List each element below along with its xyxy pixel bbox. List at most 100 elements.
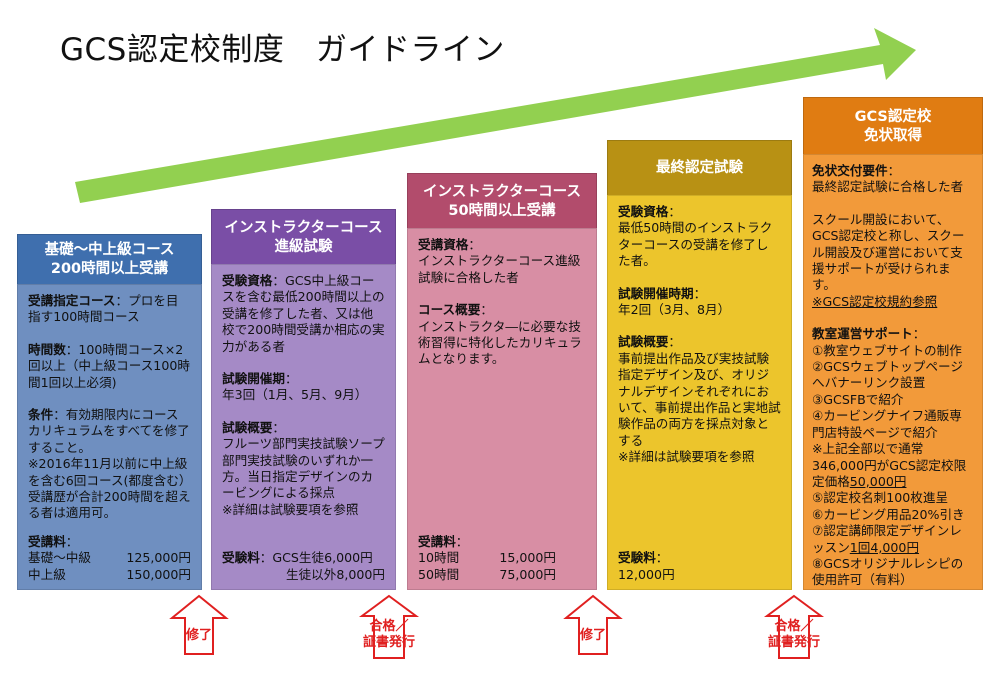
- stage-certified-body: 免状交付要件： 最終認定試験に合格した者 スクール開設において、GCS認定校と称…: [803, 154, 983, 590]
- label: 受験料: [222, 550, 260, 566]
- list-item: ④カービングナイフ通販専門店特設ページで紹介: [812, 408, 962, 440]
- list-item: ⑥カービング用品20%引き: [812, 506, 965, 522]
- page-title: GCS認定校制度 ガイドライン: [60, 32, 505, 68]
- header-line: 基礎～中上級コース: [44, 242, 175, 258]
- header-line: インストラクターコース: [423, 183, 581, 200]
- stage-instructor-exam: インストラクターコース 進級試験 受験資格：GCS中上級コースを含む最低200時…: [211, 209, 396, 590]
- text: インストラクタ―に必要な技術習得に特化したカリキュラムとなります。: [418, 318, 582, 367]
- text: ：: [668, 204, 681, 219]
- label: 受験資格: [222, 273, 273, 288]
- text: ：: [272, 419, 285, 435]
- list-item: ③GCSFBで紹介: [812, 391, 904, 407]
- up-arrow-icon: [169, 594, 229, 655]
- label: 免状交付要件: [812, 163, 888, 178]
- fee-name: 基礎～中級: [28, 550, 91, 566]
- header-line: 免状取得: [863, 127, 922, 144]
- stage-exam-body: 受験資格：GCS中上級コースを含む最低200時間以上の受講を修了した者、又は他校…: [211, 264, 396, 590]
- text: ：プロを目指す100時間コース: [28, 293, 179, 325]
- list-item: ②GCSウェブトップページへバナーリンク設置: [812, 359, 963, 391]
- text: スクール開設において、GCS認定校と称し、スクール開設及び運営において支援サポー…: [812, 211, 965, 293]
- up-arrow-icon: [358, 594, 420, 659]
- text: 最終認定試験に合格した者: [812, 179, 964, 195]
- text: ：有効期限内にコースカリキュラムをすべてを修了すること。: [28, 407, 190, 455]
- fee-price: 150,000円: [126, 566, 191, 582]
- text: ：100時間コース×2回以上（中上級コース100時間1回以上必須): [28, 341, 190, 390]
- header-line: 進級試験: [274, 238, 333, 255]
- text: ：: [468, 237, 481, 252]
- list-item: ⑦認定講師限定デザインレッスン: [812, 523, 962, 555]
- label: 試験概要: [618, 334, 669, 350]
- stage-course-body: 受講資格： インストラクターコース進級試験に合格した者 コース概要： インストラ…: [407, 228, 597, 590]
- progress-arrow: [75, 28, 916, 203]
- marker-label: 修了: [185, 628, 212, 643]
- label: 時間数: [28, 341, 66, 357]
- list-item: ⑤認定校名刺100枚進呈: [812, 490, 949, 506]
- stage-final-exam: 最終認定試験 受験資格： 最低50時間のインストラクターコースの受講を修了した者…: [607, 140, 792, 590]
- note: ※詳細は試験要項を参照: [222, 501, 359, 517]
- stage-final-header: 最終認定試験: [607, 140, 792, 197]
- text: ：: [668, 334, 681, 350]
- header-line: 50時間以上受講: [448, 202, 556, 219]
- stage-instructor-course: インストラクターコース 50時間以上受講 受講資格： インストラクターコース進級…: [407, 173, 597, 590]
- header-line: 最終認定試験: [656, 160, 743, 176]
- marker-label: 合格／ 証書発行: [755, 619, 833, 651]
- marker-label: 合格／ 証書発行: [350, 619, 428, 651]
- text: ：: [693, 285, 707, 301]
- marker-line: 合格／: [774, 619, 814, 634]
- stage-certified-header: GCS認定校 免状取得: [803, 97, 983, 156]
- marker-line: 証書発行: [362, 635, 415, 650]
- marker-completion-2: 修了: [560, 594, 626, 656]
- fee-price: 15,000円: [499, 550, 556, 566]
- fee-name: 50時間: [418, 566, 460, 582]
- rules-link[interactable]: ※GCS認定校規約参照: [812, 293, 938, 309]
- list-note: ※上記全部以で通常346,000円がGCS認定校限定価格: [812, 441, 967, 489]
- text: 年3回（1月、5月、9月）: [222, 387, 368, 403]
- label: コース概要: [418, 302, 481, 318]
- text: 年2回（3月、8月）: [618, 302, 731, 318]
- header-line: GCS認定校: [854, 108, 932, 125]
- fee-price: 125,000円: [126, 550, 191, 566]
- marker-pass-1: 合格／ 証書発行: [350, 594, 428, 660]
- text: 事前提出作品及び実技試験指定デザイン及び、オリジナルデザインそれぞれにおいて、事…: [618, 350, 781, 448]
- label: 受講資格: [418, 237, 469, 252]
- label: 教室運営サポート: [812, 326, 913, 342]
- fee-name: 10時間: [418, 550, 460, 566]
- marker-pass-2: 合格／ 証書発行: [755, 594, 833, 660]
- marker-label: 修了: [579, 628, 606, 643]
- header-line: インストラクターコース: [224, 219, 383, 236]
- fee-line: 生徒以外8,000円: [285, 566, 385, 582]
- stage-exam-header: インストラクターコース 進級試験: [211, 209, 396, 266]
- text: ：: [284, 371, 298, 387]
- list-item: ⑧GCSオリジナルレシピの使用許可（有料）: [812, 555, 964, 588]
- up-arrow-icon: [563, 594, 623, 655]
- stage-basic-body: 受講指定コース：プロを目指す100時間コース 時間数：100時間コース×2回以上…: [17, 284, 202, 590]
- list-item: ①教室ウェブサイトの制作: [812, 342, 962, 358]
- label: 試験概要: [222, 419, 273, 435]
- text: ：: [480, 302, 493, 318]
- label: 受験料: [618, 550, 656, 566]
- text: ：: [455, 533, 469, 549]
- text: インストラクターコース進級試験に合格した者: [418, 253, 581, 285]
- arrow-shape: [75, 28, 916, 203]
- fee-price: 75,000円: [499, 566, 556, 582]
- stage-basic-course: 基礎～中上級コース 200時間以上受講 受講指定コース：プロを目指す100時間コ…: [17, 234, 202, 590]
- text: ：: [887, 163, 901, 178]
- label: 受験資格: [618, 204, 669, 219]
- text: ：GCS生徒6,000円: [259, 550, 373, 566]
- list-note-price: 50,000円: [849, 473, 907, 489]
- marker-line: 合格／: [369, 619, 409, 634]
- fee-text: 12,000円: [618, 566, 675, 582]
- label: 試験開催期: [222, 371, 285, 387]
- stage-certified-school: GCS認定校 免状取得 免状交付要件： 最終認定試験に合格した者 スクール開設に…: [803, 97, 983, 590]
- marker-line: 証書発行: [767, 635, 820, 650]
- stage-course-header: インストラクターコース 50時間以上受講: [407, 173, 597, 230]
- label: 受講料: [418, 533, 456, 549]
- text: ：: [655, 550, 669, 566]
- header-line: 200時間以上受講: [50, 261, 169, 277]
- text: ：: [912, 326, 926, 342]
- text: フルーツ部門実技試験ソープ部門実技試験のいずれか一方。当日指定デザインのカービン…: [222, 436, 385, 501]
- text: 最低50時間のインストラクターコースの受講を修了した者。: [618, 220, 773, 269]
- note: ※詳細は試験要項を参照: [618, 449, 755, 465]
- text: ：: [65, 533, 79, 549]
- stage-basic-header: 基礎～中上級コース 200時間以上受講: [17, 234, 202, 286]
